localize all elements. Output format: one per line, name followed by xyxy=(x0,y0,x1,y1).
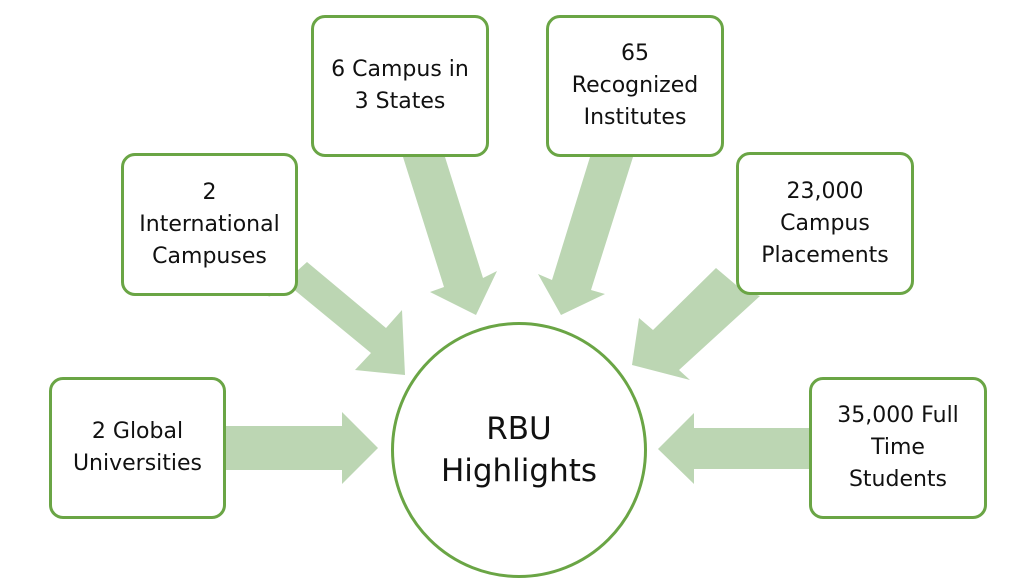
highlight-box-recognized-institutes: 65 Recognized Institutes xyxy=(546,15,724,157)
highlight-label: 2 Global Universities xyxy=(72,419,203,476)
center-circle: RBU Highlights xyxy=(391,322,647,578)
highlight-box-full-time-students: 35,000 Full Time Students xyxy=(809,377,987,519)
highlight-label: 35,000 Full Time Students xyxy=(837,403,959,492)
highlight-box-campus-states: 6 Campus in 3 States xyxy=(311,15,489,157)
highlight-label: 2 International Campuses xyxy=(139,179,280,269)
arrow-campus-states xyxy=(403,157,497,315)
highlight-box-campus-placements: 23,000 Campus Placements xyxy=(736,152,914,295)
highlight-label: 6 Campus in 3 States xyxy=(331,57,469,114)
highlight-label: 65 Recognized Institutes xyxy=(571,41,699,130)
arrow-global-universities xyxy=(226,412,378,484)
arrow-campus-placements xyxy=(632,268,760,380)
highlight-box-international-campuses: 2 International Campuses xyxy=(121,153,298,296)
arrow-recognized-institutes xyxy=(538,157,633,315)
highlight-box-global-universities: 2 Global Universities xyxy=(49,377,226,519)
center-title: RBU Highlights xyxy=(440,411,598,489)
arrow-international-campuses xyxy=(268,262,405,375)
arrow-full-time-students xyxy=(658,413,810,484)
highlight-label: 23,000 Campus Placements xyxy=(761,178,889,268)
